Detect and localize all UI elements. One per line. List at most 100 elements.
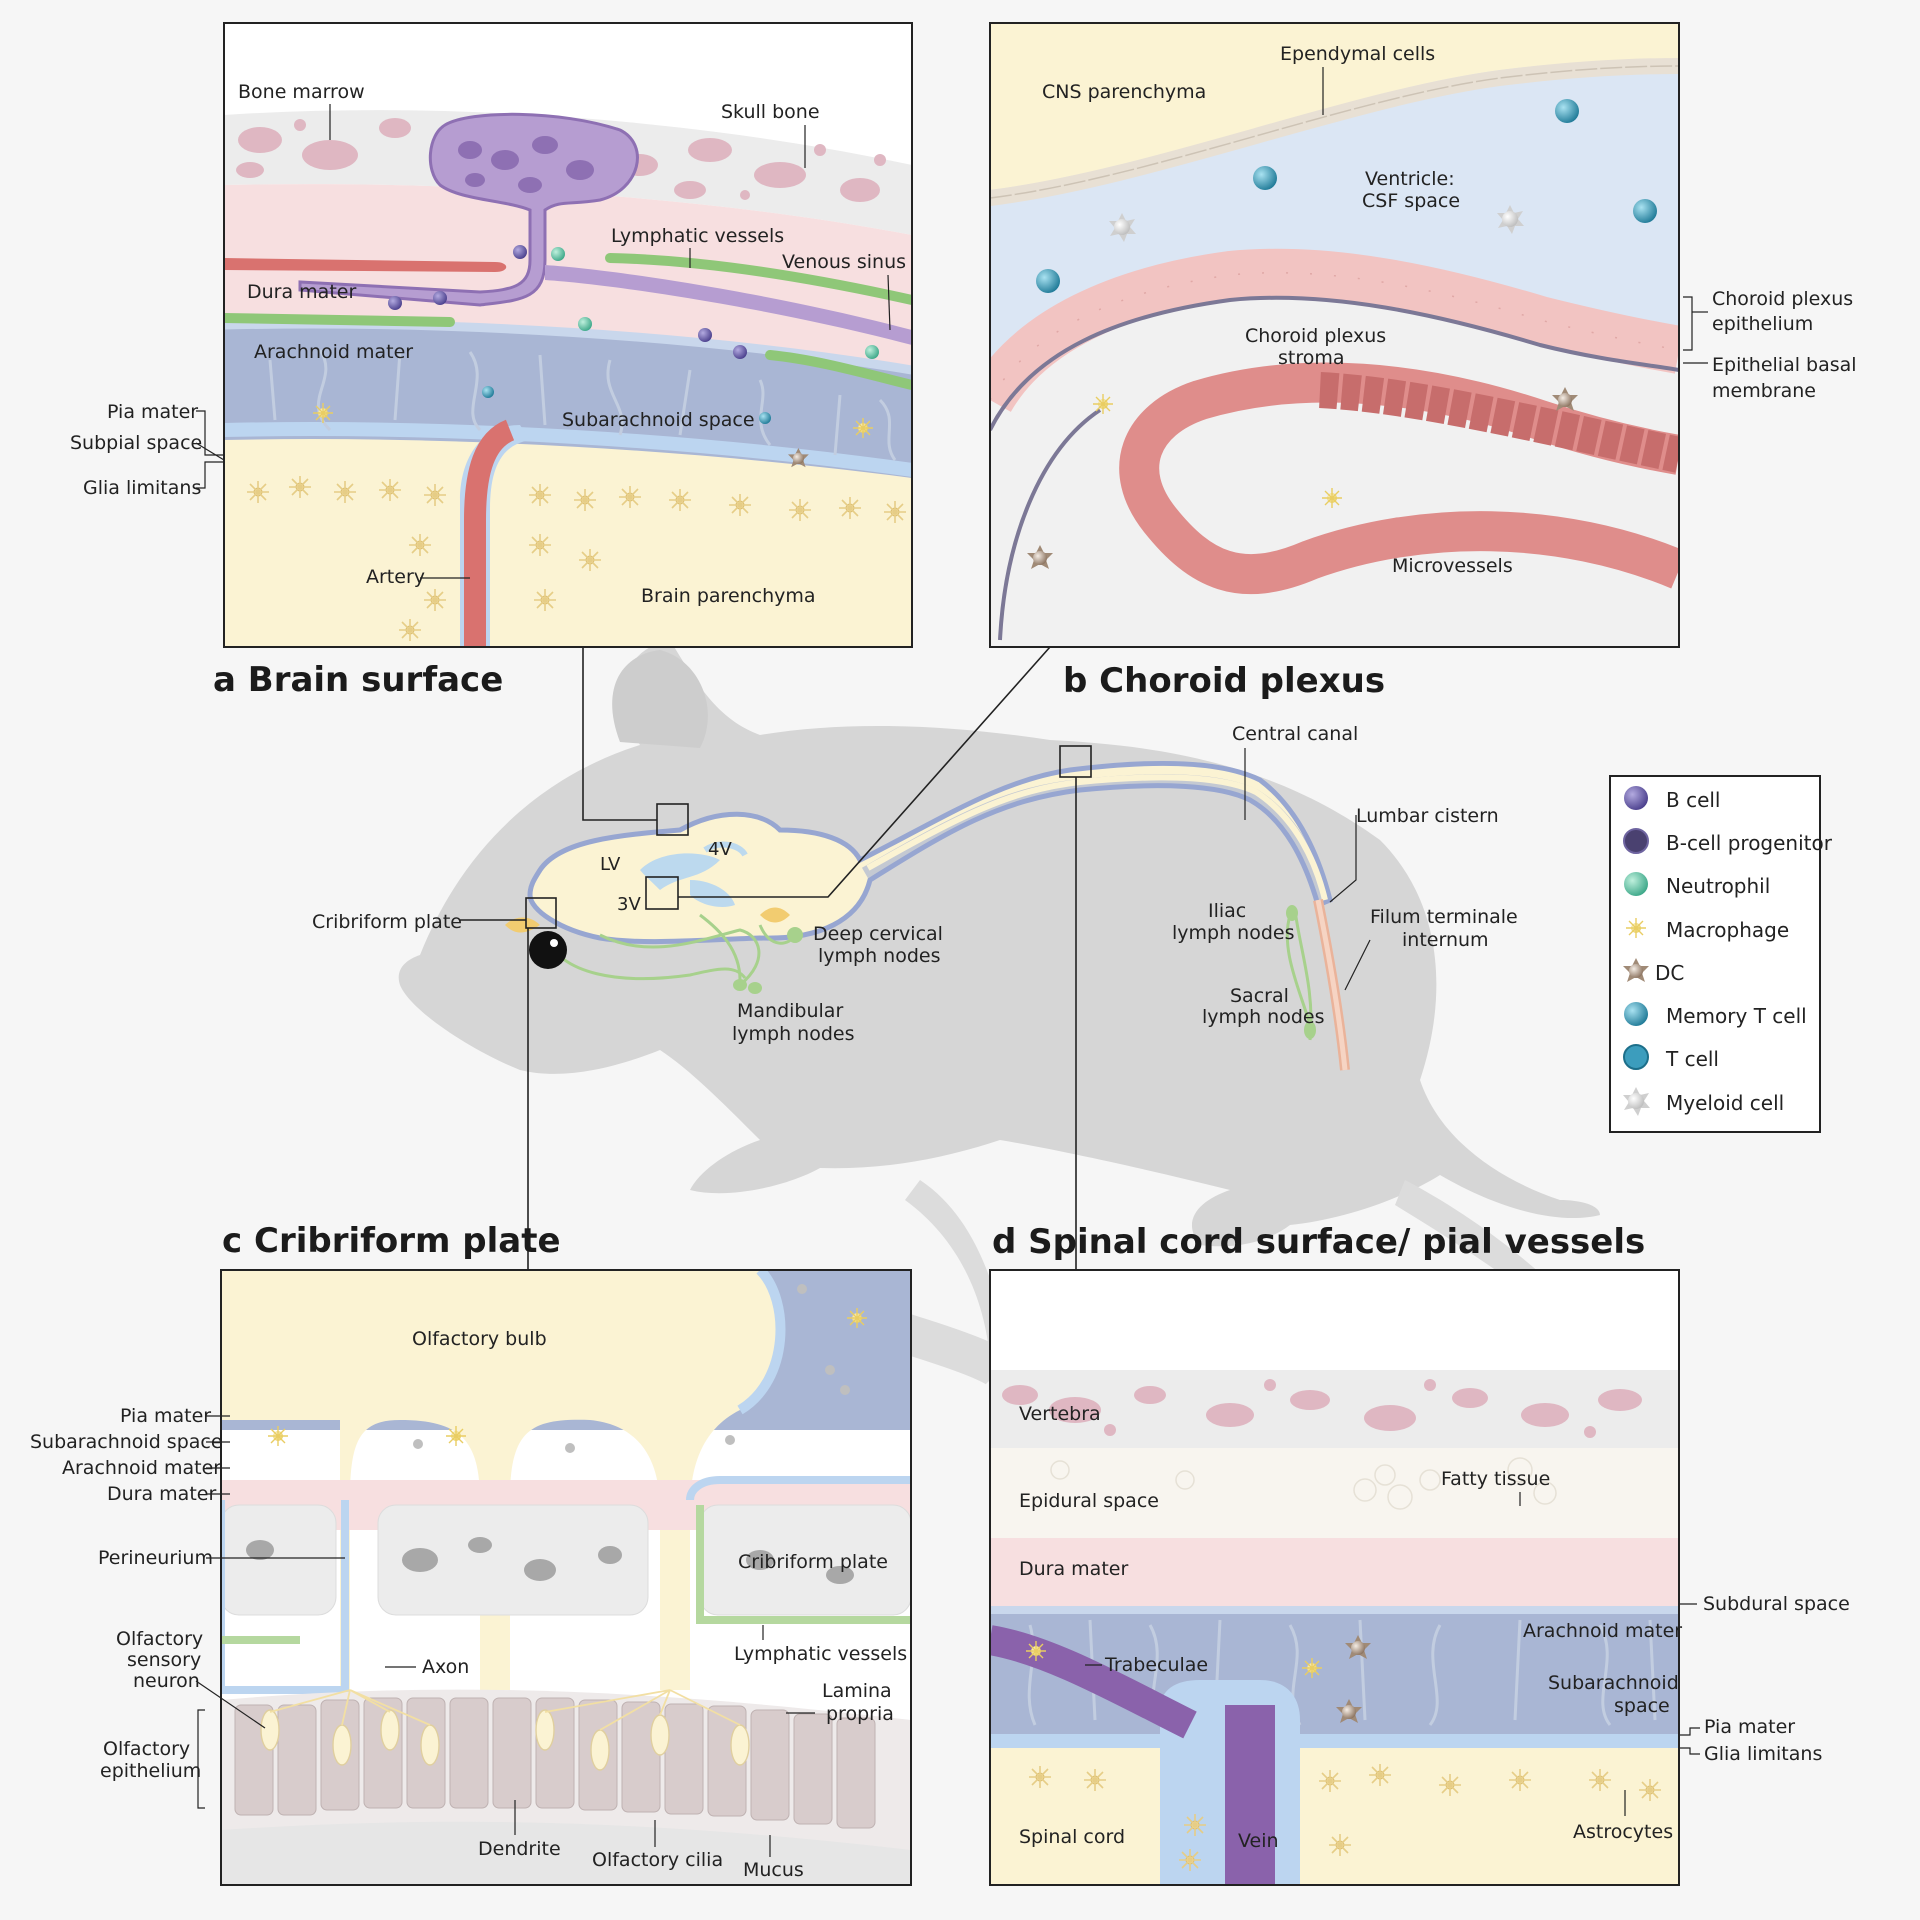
- label-dura-mater-a: Dura mater: [247, 281, 356, 303]
- label-artery: Artery: [366, 566, 425, 588]
- legend-label: Myeloid cell: [1666, 1091, 1784, 1115]
- legend-item-neutrophil: Neutrophil: [1624, 872, 1770, 898]
- label-3v: 3V: [617, 894, 641, 915]
- label-cns-parenchyma: CNS parenchyma: [1042, 81, 1206, 103]
- label-mandibular-1: Mandibular: [737, 1000, 843, 1022]
- label-axon: Axon: [422, 1656, 469, 1678]
- b-cell-icon: [1624, 786, 1648, 810]
- label-cp-epithelium-1: Choroid plexus: [1712, 288, 1853, 310]
- label-deep-cervical-1: Deep cervical: [813, 923, 943, 945]
- memory-t-cell-icon: [1624, 1002, 1648, 1026]
- label-cp-epithelium-2: epithelium: [1712, 313, 1813, 335]
- legend-item-myeloid-cell: Myeloid cell: [1623, 1087, 1784, 1116]
- label-pia-mater-a: Pia mater: [107, 401, 198, 423]
- label-mucus: Mucus: [743, 1859, 804, 1881]
- label-venous-sinus: Venous sinus: [782, 251, 906, 273]
- label-central-canal: Central canal: [1232, 723, 1358, 745]
- label-arachnoid-mater-a: Arachnoid mater: [254, 341, 413, 363]
- label-mandibular-2: lymph nodes: [732, 1023, 855, 1045]
- label-basal-membrane-2: membrane: [1712, 380, 1816, 402]
- lymph-node-markers: [733, 905, 1316, 1039]
- legend-label: Memory T cell: [1666, 1004, 1807, 1028]
- b-cell-progenitor-icon: [1623, 828, 1649, 854]
- label-sacral-2: lymph nodes: [1202, 1006, 1325, 1028]
- label-arachnoid-mater-d: Arachnoid mater: [1523, 1620, 1682, 1642]
- label-osn-2: sensory: [127, 1649, 201, 1671]
- label-filum-2: internum: [1402, 929, 1489, 951]
- legend-item-b-cell-progenitor: B-cell progenitor: [1623, 828, 1833, 855]
- label-ependymal-cells: Ependymal cells: [1280, 43, 1435, 65]
- label-sacral-1: Sacral: [1230, 985, 1289, 1007]
- zoom-connectors: [460, 646, 1092, 1270]
- label-pia-mater-d: Pia mater: [1704, 1716, 1795, 1738]
- label-basal-membrane-1: Epithelial basal: [1712, 354, 1857, 376]
- label-cribriform-plate-mouse: Cribriform plate: [312, 911, 462, 933]
- label-epithelium-1: Olfactory: [103, 1738, 190, 1760]
- legend: B cell B-cell progenitor Neutrophil Macr…: [1609, 775, 1833, 1133]
- label-microvessels: Microvessels: [1392, 555, 1513, 577]
- label-pia-mater-c: Pia mater: [120, 1405, 211, 1427]
- legend-item-dc: DC: [1623, 958, 1684, 985]
- legend-label: B-cell progenitor: [1666, 831, 1833, 855]
- label-subarachnoid-2: space: [1614, 1695, 1670, 1717]
- legend-label: B cell: [1666, 788, 1721, 812]
- label-glia-limitans-d: Glia limitans: [1704, 1743, 1822, 1765]
- panel-a-brain-surface: a Brain surface Bone marrow Skull bone L…: [70, 22, 913, 700]
- panel-b-choroid-plexus: b Choroid plexus Ependymal cells CNS par…: [989, 22, 1857, 701]
- label-dura-mater-d: Dura mater: [1019, 1558, 1128, 1580]
- label-stroma-2: stroma: [1278, 347, 1345, 369]
- mouse-labels: LV 4V 3V Central canal Lumbar cistern Cr…: [312, 723, 1518, 1045]
- neutrophil-icon: [1624, 872, 1648, 896]
- label-lamina-propria-1: Lamina: [822, 1680, 892, 1702]
- legend-label: Neutrophil: [1666, 874, 1770, 898]
- label-lymphatic-vessels-a: Lymphatic vessels: [611, 225, 784, 247]
- panel-d-spinal-cord: d Spinal cord surface/ pial vessels Vert…: [989, 1222, 1850, 1886]
- t-cell-icon: [1623, 1044, 1649, 1070]
- panel-b-title: b Choroid plexus: [1063, 661, 1385, 701]
- legend-item-b-cell: B cell: [1624, 786, 1721, 812]
- panel-d-title: d Spinal cord surface/ pial vessels: [992, 1222, 1645, 1262]
- label-iliac-1: Iliac: [1208, 900, 1246, 922]
- label-osn-1: Olfactory: [116, 1628, 203, 1650]
- label-bone-marrow: Bone marrow: [238, 81, 365, 103]
- label-lymphatic-vessels-c: Lymphatic vessels: [734, 1643, 907, 1665]
- legend-item-t-cell: T cell: [1623, 1044, 1719, 1071]
- label-trabeculae: Trabeculae: [1104, 1654, 1208, 1676]
- eye-highlight: [550, 939, 558, 947]
- label-lamina-propria-2: propria: [826, 1703, 894, 1725]
- label-epithelium-2: epithelium: [100, 1760, 201, 1782]
- panel-c-title: c Cribriform plate: [222, 1221, 561, 1261]
- label-glia-limitans-a: Glia limitans: [83, 477, 201, 499]
- label-iliac-2: lymph nodes: [1172, 922, 1295, 944]
- label-lumbar-cistern: Lumbar cistern: [1356, 805, 1499, 827]
- label-deep-cervical-2: lymph nodes: [818, 945, 941, 967]
- panel-c-cribriform-plate: c Cribriform plate Olfactory bulb Pia ma…: [30, 1221, 912, 1886]
- label-subpial-space-a: Subpial space: [70, 432, 202, 454]
- label-dura-mater-c: Dura mater: [107, 1483, 216, 1505]
- label-filum-1: Filum terminale: [1370, 906, 1518, 928]
- label-spinal-cord: Spinal cord: [1019, 1826, 1125, 1848]
- legend-label: DC: [1655, 961, 1684, 985]
- label-subarachnoid-space-c: Subarachnoid space: [30, 1431, 223, 1453]
- label-lv: LV: [600, 854, 621, 875]
- label-subarachnoid-1: Subarachnoid: [1548, 1672, 1679, 1694]
- label-epidural-space: Epidural space: [1019, 1490, 1159, 1512]
- label-ventricle-1: Ventricle:: [1365, 168, 1455, 190]
- label-dendrite: Dendrite: [478, 1838, 561, 1860]
- macrophage-icon: [1625, 917, 1647, 939]
- label-osn-3: neuron: [133, 1670, 200, 1692]
- eye-icon: [529, 931, 567, 969]
- legend-label: T cell: [1665, 1047, 1719, 1071]
- label-fatty-tissue: Fatty tissue: [1441, 1468, 1550, 1490]
- legend-label: Macrophage: [1666, 918, 1789, 942]
- label-vein: Vein: [1238, 1830, 1279, 1852]
- label-cribriform-plate-c: Cribriform plate: [738, 1551, 888, 1573]
- label-subdural-space: Subdural space: [1703, 1593, 1850, 1615]
- label-olfactory-cilia: Olfactory cilia: [592, 1849, 723, 1871]
- legend-item-memory-t-cell: Memory T cell: [1624, 1002, 1807, 1028]
- label-olfactory-bulb: Olfactory bulb: [412, 1328, 547, 1350]
- legend-item-macrophage: Macrophage: [1625, 917, 1789, 942]
- label-4v: 4V: [708, 839, 732, 860]
- panel-a-title: a Brain surface: [213, 660, 503, 700]
